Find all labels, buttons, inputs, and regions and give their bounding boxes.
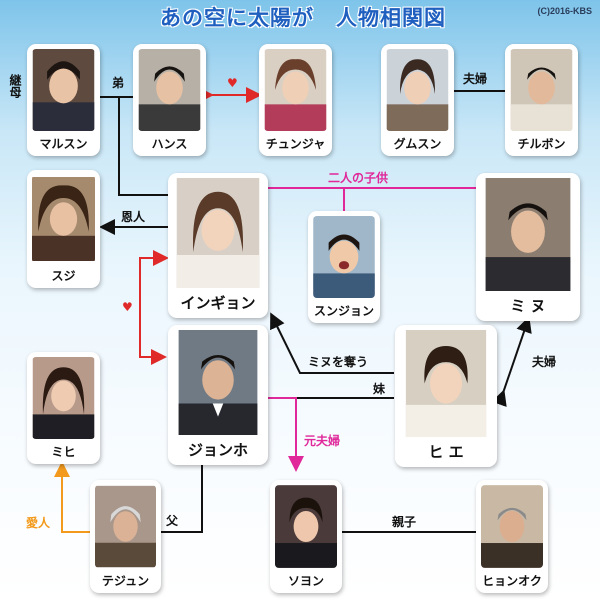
label-benefactor: 恩人	[121, 210, 146, 224]
portrait-image	[32, 175, 95, 263]
label-father: 父	[166, 514, 179, 528]
character-card-tejun[interactable]: テジュン	[90, 480, 161, 593]
character-card-soyon[interactable]: ソヨン	[270, 480, 342, 593]
portrait-image	[400, 330, 492, 437]
line-tejun-jonho	[160, 465, 203, 533]
portrait-image	[481, 178, 575, 291]
character-name: スンジョン	[313, 304, 374, 318]
label-their-child: 二人の子供	[328, 171, 389, 185]
label-couple-right: 夫婦	[532, 355, 557, 369]
heart-icon: ♥	[122, 300, 133, 314]
character-card-sunjon[interactable]: スンジョン	[308, 211, 380, 323]
label-steals-minu: ミヌを奪う	[308, 355, 369, 369]
portrait-image	[275, 485, 337, 568]
portrait-image	[386, 49, 449, 131]
arrow-jonho-soyon	[268, 397, 304, 472]
character-name: ミヒ	[51, 445, 76, 459]
line-hansu-ingyon	[118, 97, 170, 196]
copyright-label: (C)2016-KBS	[537, 6, 592, 16]
character-name: マルスン	[39, 137, 88, 151]
label-ex-couple: 元夫婦	[304, 434, 341, 448]
character-card-chunja[interactable]: チュンジャ	[259, 44, 332, 156]
portrait-image	[95, 485, 156, 568]
heart-icon: ♥	[227, 76, 238, 90]
label-couple-top: 夫婦	[463, 72, 488, 86]
character-name: テジュン	[101, 574, 150, 588]
character-card-gumusun[interactable]: グムスン	[381, 44, 454, 156]
character-name: ジョンホ	[187, 441, 248, 459]
portrait-image	[138, 49, 201, 131]
portrait-image	[313, 216, 375, 298]
portrait-image	[173, 178, 263, 288]
arrow-hie-minu	[491, 316, 532, 407]
portrait-image	[510, 49, 573, 131]
character-card-marusun[interactable]: マルスン	[27, 44, 100, 156]
chart-title: あの空に太陽が 人物相関図	[160, 6, 446, 30]
character-card-mihi[interactable]: ミヒ	[27, 352, 100, 464]
character-name: ヒ エ	[428, 443, 464, 461]
character-name: スジ	[51, 269, 76, 283]
label-stepmother: 継母	[8, 74, 22, 98]
portrait-image	[173, 330, 263, 435]
arrow-jonho-ingyon	[139, 257, 167, 365]
character-name: ソヨン	[287, 574, 324, 588]
character-name: ハンス	[151, 137, 188, 151]
character-card-hie[interactable]: ヒ エ	[395, 325, 497, 467]
character-card-hansu[interactable]: ハンス	[133, 44, 206, 156]
character-name: インギョン	[180, 294, 256, 312]
label-younger-brother: 弟	[112, 76, 125, 90]
portrait-image	[32, 357, 95, 439]
character-name: チュンジャ	[265, 137, 326, 151]
arrow-hie-ingyon	[270, 312, 394, 374]
character-name: チルボン	[517, 137, 566, 151]
portrait-image	[32, 49, 95, 131]
label-younger-sister: 妹	[373, 382, 386, 396]
character-card-minu[interactable]: ミ ヌ	[476, 173, 580, 321]
character-card-suji[interactable]: スジ	[27, 170, 100, 288]
character-card-jonho[interactable]: ジョンホ	[168, 325, 268, 465]
character-card-ingyon[interactable]: インギョン	[168, 173, 268, 318]
portrait-image	[481, 485, 543, 568]
character-name: ミ ヌ	[510, 297, 546, 315]
label-parent-child: 親子	[392, 515, 417, 529]
arrow-tejun-mihi	[54, 461, 91, 533]
character-name: グムスン	[393, 137, 442, 151]
character-card-hyonoku[interactable]: ヒョンオク	[476, 480, 548, 593]
label-lover: 愛人	[26, 516, 51, 530]
character-card-chirubon[interactable]: チルボン	[505, 44, 578, 156]
character-name: ヒョンオク	[482, 574, 542, 588]
portrait-image	[264, 49, 327, 131]
